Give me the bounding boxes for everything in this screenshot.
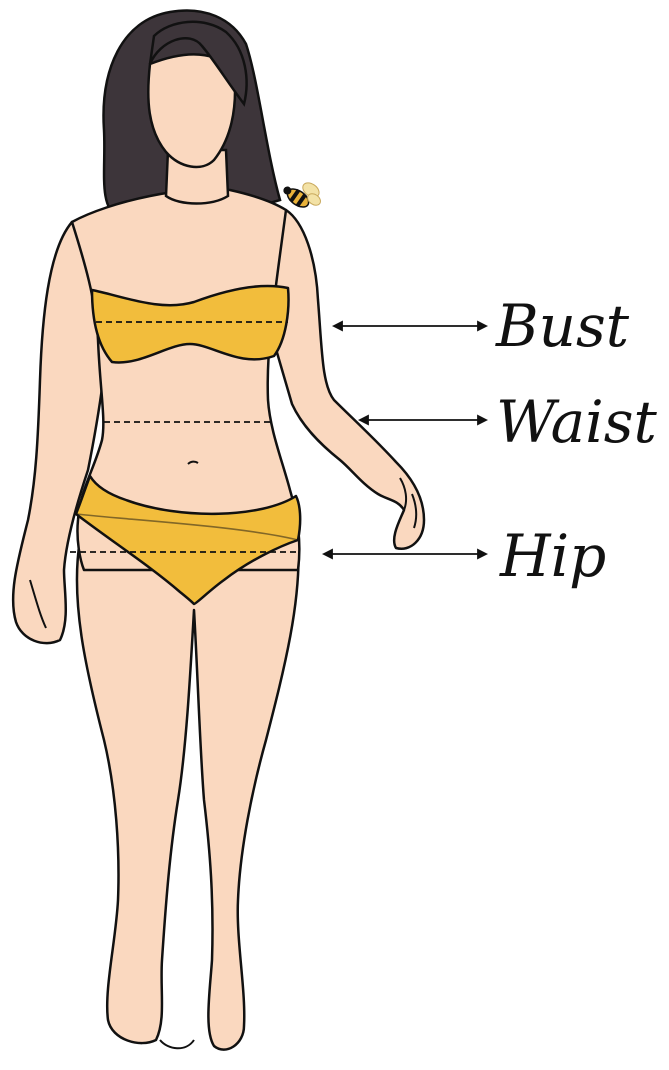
waist-label: Waist (496, 388, 657, 456)
hip-label: Hip (499, 522, 606, 590)
waist-arrow (360, 416, 486, 424)
bust-arrow (334, 322, 486, 330)
bust-label: Bust (495, 292, 630, 360)
bee-icon (280, 172, 327, 216)
hip-arrow (324, 550, 486, 558)
legs (77, 540, 299, 1050)
